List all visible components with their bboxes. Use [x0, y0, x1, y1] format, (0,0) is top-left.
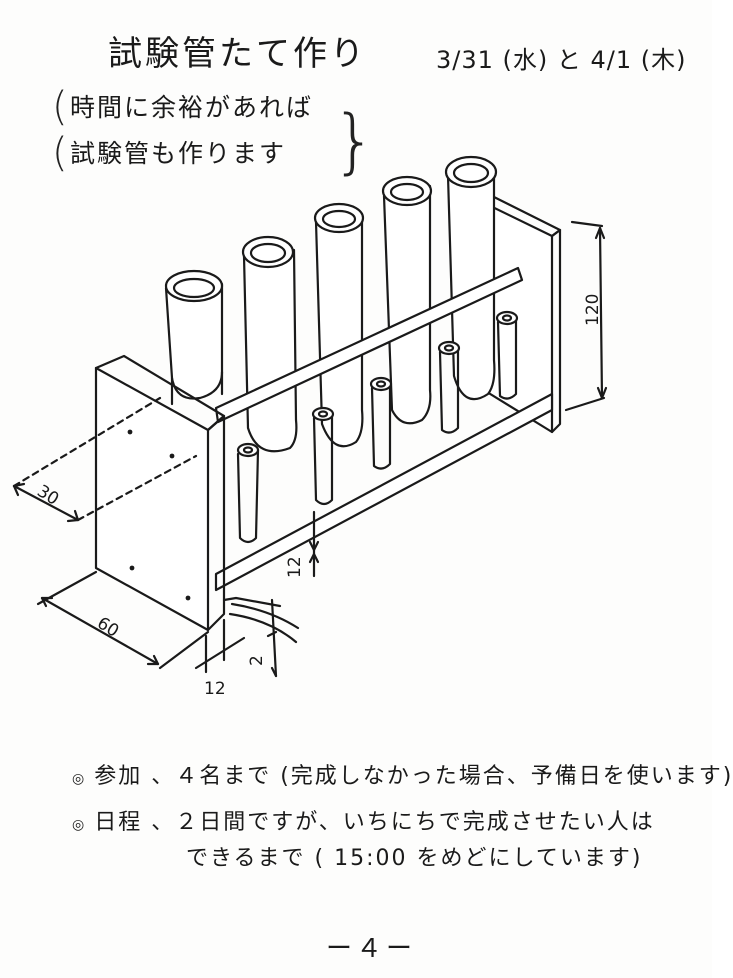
- dimension-120: [564, 220, 608, 412]
- test-tube: [444, 155, 498, 401]
- upper-rail: [170, 266, 524, 424]
- handout-page: 試験管たて作り 3/31 (水) と 4/1 (木) ( ( } 時間に余裕があ…: [12, 34, 732, 964]
- left-end-board: [94, 354, 226, 632]
- test-tube: [164, 269, 224, 400]
- test-tube: [241, 235, 298, 453]
- page-title: 試験管たて作り: [108, 34, 367, 74]
- dimension-12-bottom: [194, 618, 246, 674]
- nail-dots: [127, 429, 191, 601]
- drying-peg: [311, 406, 335, 506]
- dimension-12-rail: [308, 510, 320, 578]
- dimension-label-2: 2: [247, 655, 267, 666]
- dimension-2: [228, 598, 300, 678]
- bullet-marker-icon: ◎: [72, 817, 87, 833]
- bullet-marker-icon: ◎: [72, 771, 87, 787]
- base-runner: [222, 596, 282, 608]
- bullet-schedule: ◎ 日程 、２日間ですが、いちにちで完成させたい人は: [72, 804, 655, 836]
- dimension-label-12-bottom: 12: [204, 679, 226, 699]
- drying-peg: [437, 340, 461, 434]
- dimension-label-60: 60: [93, 613, 122, 641]
- bullet-participants-text: 参加 、４名まで (完成しなかった場合、予備日を使います): [94, 764, 733, 789]
- note-brace-icon: }: [332, 100, 377, 182]
- note-open-paren-icon: (: [52, 84, 68, 130]
- dimension-30: [12, 396, 198, 523]
- dimension-60: [36, 570, 210, 670]
- bullet-schedule-text: 日程 、２日間ですが、いちにちで完成させたい人は: [94, 810, 655, 835]
- note-open-paren-icon: (: [52, 130, 68, 176]
- drying-peg: [495, 310, 519, 400]
- dimension-label-120: 120: [583, 294, 603, 326]
- drying-peg: [369, 376, 393, 470]
- page-number: ー４ー: [326, 934, 417, 964]
- bottom-shelf: [214, 392, 554, 592]
- bullet-participants: ◎ 参加 、４名まで (完成しなかった場合、予備日を使います): [72, 758, 733, 790]
- dimension-label-30: 30: [33, 481, 62, 509]
- test-tube-rack-drawing: 30 60 12 2 12 120: [12, 155, 608, 699]
- event-date: 3/31 (水) と 4/1 (木): [436, 46, 687, 74]
- dimension-label-12-rail: 12: [285, 556, 305, 578]
- note-line-2: 試験管も作ります: [70, 139, 287, 168]
- bullet-schedule-continued: できるまで ( 15:00 をめどにしています): [186, 846, 643, 871]
- test-tube: [313, 202, 365, 448]
- drying-peg: [236, 442, 260, 544]
- test-tube: [381, 175, 433, 425]
- note-line-1: 時間に余裕があれば: [70, 93, 314, 122]
